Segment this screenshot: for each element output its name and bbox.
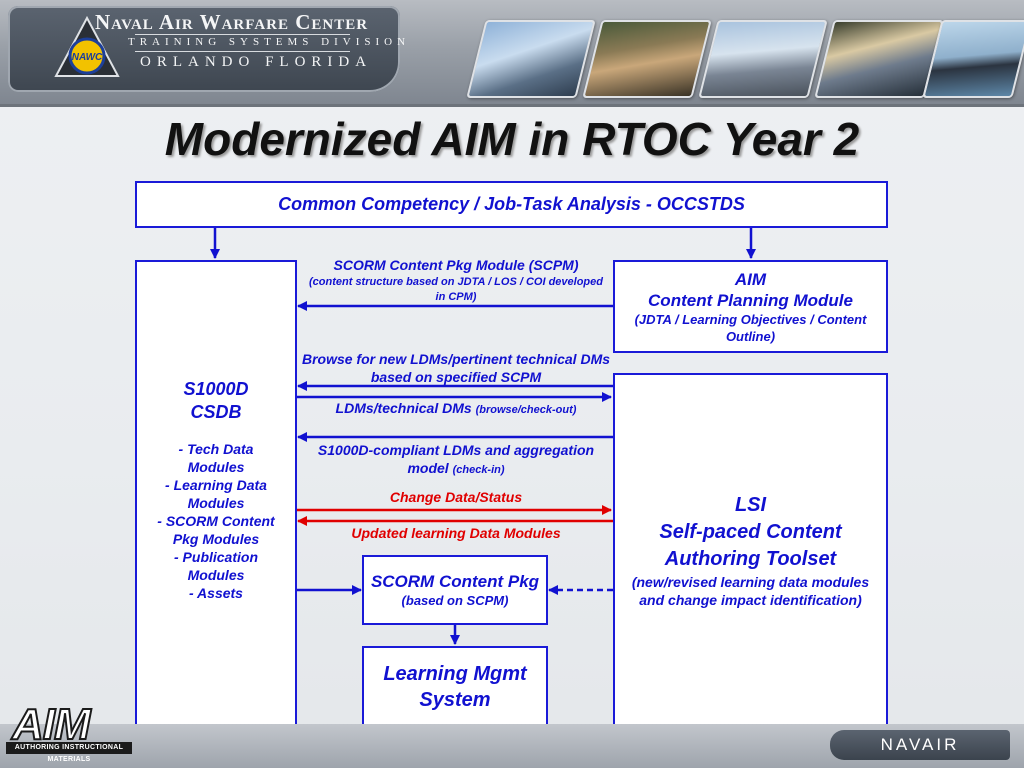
- aim-title-2: Content Planning Module: [648, 290, 853, 310]
- scpm-sublabel: (content structure based on JDTA / LOS /…: [309, 276, 603, 303]
- page-title: Modernized AIM in RTOC Year 2: [164, 113, 860, 165]
- checkin-label-sub: (check-in): [452, 464, 505, 476]
- csdb-title-2: CSDB: [190, 402, 242, 422]
- updated-modules-label: Updated learning Data Modules: [351, 525, 561, 541]
- csdb-item: - Assets: [189, 585, 243, 601]
- lms-title: Learning Mgmt System: [383, 662, 527, 711]
- location-name: ORLANDO FLORIDA: [140, 54, 373, 70]
- scorm-pkg-subtitle: (based on SCPM): [401, 593, 509, 608]
- aim-logo: AIM: [11, 699, 92, 750]
- lsi-subtitle: (new/revised learning data modules and c…: [631, 573, 870, 608]
- scpm-label: SCORM Content Pkg Module (SCPM): [333, 257, 579, 273]
- csdb-item: - Publication: [174, 549, 258, 565]
- csdb-item: - SCORM Content: [157, 513, 275, 529]
- lsi-title-2: Self-paced Content: [659, 520, 842, 543]
- aim-title-1: AIM: [734, 269, 767, 289]
- csdb-item: Modules: [187, 495, 245, 511]
- lsi-box: LSI Self-paced Content Authoring Toolset…: [613, 373, 888, 727]
- csdb-box: S1000D CSDB - Tech Data Modules - Learni…: [135, 260, 297, 727]
- header-banner: NAWC Naval Air Warfare Center TRAINING S…: [0, 0, 1024, 107]
- occstds-label: Common Competency / Job-Task Analysis - …: [278, 194, 745, 214]
- csdb-item: - Tech Data: [178, 441, 254, 457]
- checkin-label-main: S1000D-compliant LDMs and aggregation mo…: [317, 442, 595, 476]
- csdb-title-1: S1000D: [183, 379, 249, 399]
- lms-box: Learning Mgmt System: [362, 646, 548, 727]
- navair-logo: NAVAIR: [830, 730, 1010, 760]
- change-data-label: Change Data/Status: [389, 489, 523, 505]
- checkin-label: S1000D-compliant LDMs and aggregation mo…: [300, 441, 612, 479]
- csdb-item: - Learning Data: [165, 477, 267, 493]
- nawc-badge-icon: NAWC: [54, 16, 120, 77]
- lsi-title-1: LSI: [734, 493, 767, 516]
- ldms-label-sub: (browse/check-out): [475, 404, 577, 416]
- division-name: TRAINING SYSTEMS DIVISION: [128, 36, 411, 48]
- aim-cpm-box: AIM Content Planning Module (JDTA / Lear…: [613, 260, 888, 353]
- ldms-label-main: LDMs/technical DMs: [335, 400, 472, 416]
- scorm-pkg-title: SCORM Content Pkg: [370, 572, 540, 591]
- scorm-pkg-box: SCORM Content Pkg (based on SCPM): [362, 555, 548, 625]
- csdb-item: Modules: [187, 459, 245, 475]
- ldms-label: LDMs/technical DMs (browse/check-out): [300, 400, 612, 419]
- csdb-item: Pkg Modules: [172, 531, 260, 547]
- occstds-box: Common Competency / Job-Task Analysis - …: [135, 181, 888, 228]
- browse-label: Browse for new LDMs/pertinent technical …: [301, 351, 611, 385]
- lsi-title-3: Authoring Toolset: [664, 547, 837, 570]
- csdb-item: Modules: [187, 567, 245, 583]
- aim-logo-subtitle: AUTHORING INSTRUCTIONAL MATERIALS: [6, 742, 132, 763]
- org-name: Naval Air Warfare Center: [95, 10, 369, 34]
- aim-subtitle: (JDTA / Learning Objectives / Content Ou…: [634, 311, 867, 344]
- header-divider-top: [135, 34, 350, 35]
- header-divider-bottom: [135, 51, 350, 52]
- nawc-badge-label: NAWC: [72, 52, 103, 63]
